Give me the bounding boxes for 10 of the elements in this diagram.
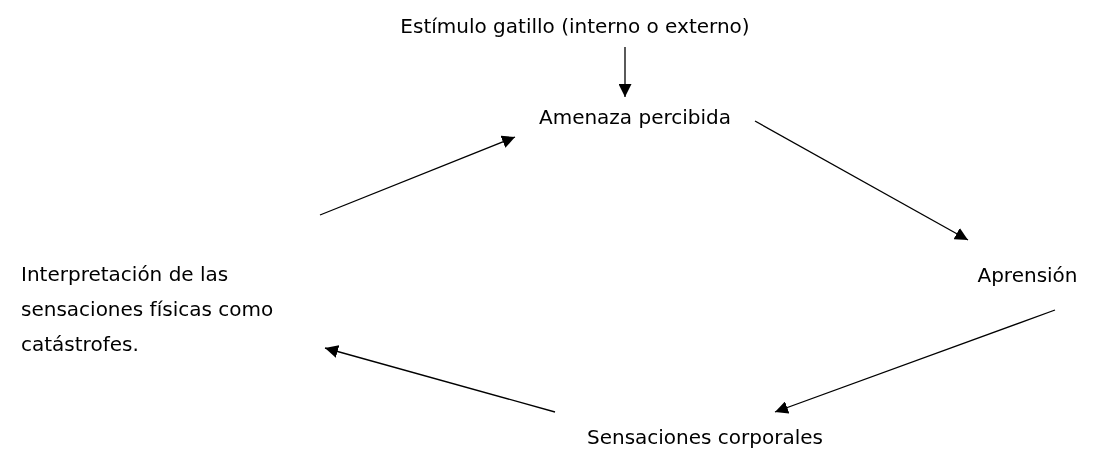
node-label: Estímulo gatillo (interno o externo) (400, 13, 750, 39)
node-label: Interpretación de las sensaciones físicas como catástrofes. (21, 261, 275, 358)
node-label: Sensaciones corporales (586, 424, 823, 450)
arrow (754, 120, 969, 241)
arrow (774, 309, 1056, 414)
arrow (324, 345, 556, 413)
arrow (319, 135, 516, 216)
node-label: Aprensión (977, 262, 1078, 288)
arrow (618, 46, 632, 98)
node-label: Amenaza percibida (538, 104, 732, 130)
